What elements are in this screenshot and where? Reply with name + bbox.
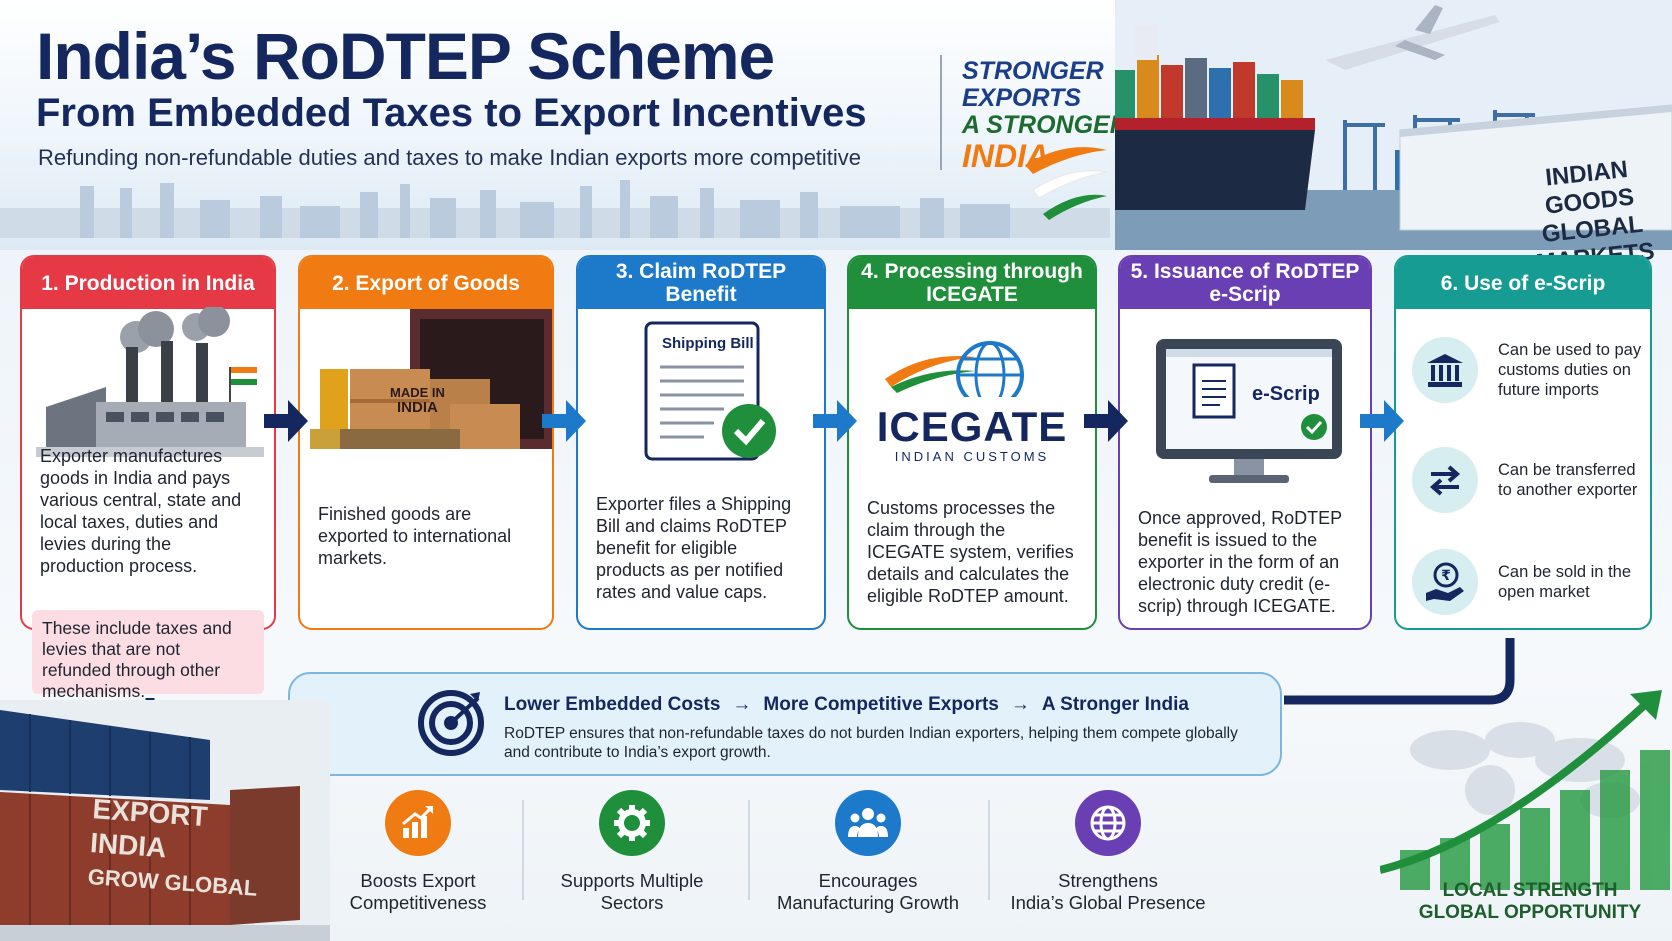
chain-arrow-icon: → (1010, 694, 1030, 715)
use-transfer-text: Can be transferred to another exporter (1498, 461, 1638, 499)
step-2-text: Finished goods are exported to internati… (318, 504, 512, 568)
shipping-bill-document-icon (644, 321, 776, 461)
gear-icon (599, 790, 665, 856)
made-in-label: MADE IN (390, 385, 445, 400)
step-6-use: 6. Use of e-Scrip Can be used to pay cus… (1394, 255, 1652, 630)
icegate-logo-text: ICEGATE (876, 403, 1068, 450)
chain-arrow-icon: → (732, 694, 752, 715)
flow-arrow-5 (1360, 400, 1404, 442)
benefit-3-line-2: Manufacturing Growth (776, 892, 959, 913)
shipping-bill-label: Shipping Bill (662, 335, 754, 352)
step-1-title: 1. Production in India (22, 257, 274, 309)
step-1-text: Exporter manufactures goods in India and… (40, 446, 242, 576)
icegate-logo-subtext: INDIAN CUSTOMS (894, 449, 1050, 464)
benefit-3-line-1: Encourages (818, 870, 918, 891)
airplane-icon (1325, 5, 1500, 70)
benefit-2-line-2: Sectors (600, 892, 664, 913)
summary-description: RoDTEP ensures that non-refundable taxes… (504, 725, 1238, 761)
step-5-issuance: 5. Issuance of RoDTEP e-Scrip e-Scrip On… (1118, 255, 1372, 630)
use-pay-duties-text: Can be used to pay customs duties on fut… (1498, 341, 1642, 399)
step-1-production: 1. Production in India Exporter manufact… (20, 255, 276, 630)
flow-arrow-3 (813, 400, 857, 442)
benefit-4-line-1: Strengthens (1058, 870, 1158, 891)
header-divider (940, 55, 942, 170)
benefit-divider (988, 800, 990, 900)
benefit-divider (522, 800, 524, 900)
use-pay-duties: Can be used to pay customs duties on fut… (1412, 337, 1648, 403)
globe-icon (1075, 790, 1141, 856)
tricolor-swoosh-icon (1025, 147, 1108, 220)
benefit-1-line-1: Boosts Export (360, 870, 476, 891)
step-6-title: 6. Use of e-Scrip (1396, 257, 1650, 309)
benefit-1-line-2: Competitiveness (349, 892, 487, 913)
step-5-text: Once approved, RoDTEP benefit is issued … (1138, 508, 1342, 616)
slogan-line-2: EXPORTS (962, 84, 1082, 112)
step-5-title: 5. Issuance of RoDTEP e-Scrip (1120, 257, 1370, 309)
step-3-text: Exporter files a Shipping Bill and claim… (596, 494, 792, 602)
city-skyline-illustration (0, 180, 1110, 238)
icegate-globe-icon (885, 341, 1024, 397)
page-tagline: Refunding non-refundable duties and taxe… (38, 145, 862, 170)
summary-item-3: A Stronger India (1041, 694, 1189, 715)
step-4-processing: 4. Processing through ICEGATE ICEGATE IN… (847, 255, 1097, 630)
footer-slogan-line-2: GLOBAL OPPORTUNITY (1418, 902, 1642, 923)
transfer-icon (1412, 447, 1478, 513)
benefit-2-line-1: Supports Multiple (560, 870, 704, 891)
footer-slogan: LOCAL STRENGTH GLOBAL OPPORTUNITY (1410, 880, 1650, 924)
flow-arrow-4 (1084, 400, 1128, 442)
benefit-divider (748, 800, 750, 900)
shipping-containers-illustration (0, 700, 330, 941)
svg-text:₹: ₹ (1441, 568, 1451, 584)
target-icon (418, 690, 484, 756)
monitor-escrip-icon (1156, 339, 1342, 483)
flow-arrow-2 (542, 400, 586, 442)
summary-panel: Lower Embedded Costs → More Competitive Ex… (288, 672, 1282, 776)
bank-icon (1412, 337, 1478, 403)
container-text: EXPORT INDIA GROW GLOBAL (87, 792, 264, 906)
benefit-4-line-2: India’s Global Presence (1010, 892, 1206, 913)
summary-item-2: More Competitive Exports (763, 694, 999, 715)
cargo-boxes-illustration (310, 309, 552, 449)
use-sell: ₹ Can be sold in the open market (1412, 549, 1648, 615)
factory-illustration (36, 307, 264, 457)
step-4-text: Customs processes the claim through the … (867, 498, 1074, 606)
escrip-screen-label: e-Scrip (1252, 383, 1320, 405)
made-in-india-label: MADE IN INDIA (390, 385, 445, 415)
step-2-export: 2. Export of Goods MADE IN INDIA Finishe… (298, 255, 554, 630)
india-label: INDIA (397, 399, 438, 416)
step-2-title: 2. Export of Goods (300, 257, 552, 309)
summary-chain: Lower Embedded Costs → More Competitive Ex… (504, 694, 1189, 716)
slogan: STRONGER EXPORTS A STRONGER INDIA (962, 57, 1128, 174)
growth-chart-illustration (1380, 690, 1670, 890)
page-title: India’s RoDTEP Scheme (36, 19, 775, 93)
step-3-claim: 3. Claim RoDTEP Benefit Shipping Bill Ex… (576, 255, 826, 630)
chart-up-icon (385, 790, 451, 856)
use-transfer: Can be transferred to another exporter (1412, 447, 1648, 513)
page-subtitle: From Embedded Taxes to Export Incentives (36, 91, 867, 135)
step-3-title: 3. Claim RoDTEP Benefit (578, 257, 824, 309)
step-1-note: These include taxes and levies that are … (32, 610, 264, 701)
summary-item-1: Lower Embedded Costs (504, 694, 721, 715)
rupee-hand-icon: ₹ (1412, 549, 1478, 615)
slogan-line-1: STRONGER (962, 57, 1104, 85)
slogan-line-3: A STRONGER (962, 111, 1128, 139)
people-icon (835, 790, 901, 856)
cargo-ship-illustration (1115, 0, 1672, 250)
use-sell-text: Can be sold in the open market (1498, 563, 1632, 601)
footer-slogan-line-1: LOCAL STRENGTH (1442, 880, 1618, 901)
flow-arrow-1 (264, 400, 308, 442)
step-4-title: 4. Processing through ICEGATE (849, 257, 1095, 309)
